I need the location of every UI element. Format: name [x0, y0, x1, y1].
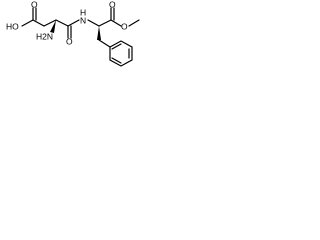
- bond-acid-c-o: [21, 19, 34, 27]
- wedge-ch2-benzyl: [97, 26, 101, 40]
- benzene-double-3: [111, 57, 122, 64]
- bond-calpha-amidec: [55, 19, 69, 27]
- bond-ester-c-o: [110, 19, 122, 27]
- bond-acid-c-ch2: [32, 19, 45, 27]
- atom-nh-h: H: [80, 7, 86, 17]
- structure-svg: HO O H2N O H N O O: [6, 0, 140, 67]
- benzene-ring: [109, 40, 133, 67]
- wedge-nh2: [50, 20, 56, 33]
- bond-o-ch3: [128, 19, 140, 27]
- bond-ch2-calpha: [43, 19, 57, 27]
- atom-acid-o: O: [31, 0, 38, 9]
- atom-ho: HO: [6, 21, 19, 31]
- atom-amide-o: O: [66, 36, 73, 46]
- atom-ester-o-double: O: [109, 0, 116, 9]
- bond-amide-c-n: [67, 19, 80, 27]
- benzene-double-1: [111, 43, 122, 50]
- atom-ester-o-single: O: [121, 21, 128, 31]
- atom-nh-n: N: [80, 15, 86, 25]
- atom-nh2: H2N: [36, 31, 53, 41]
- bond-calpha2-esterc: [98, 19, 112, 27]
- bond-n-calpha2: [87, 19, 100, 27]
- molecule-diagram: HO O H2N O H N O O: [0, 0, 162, 91]
- bond-ch2-ring: [98, 39, 111, 48]
